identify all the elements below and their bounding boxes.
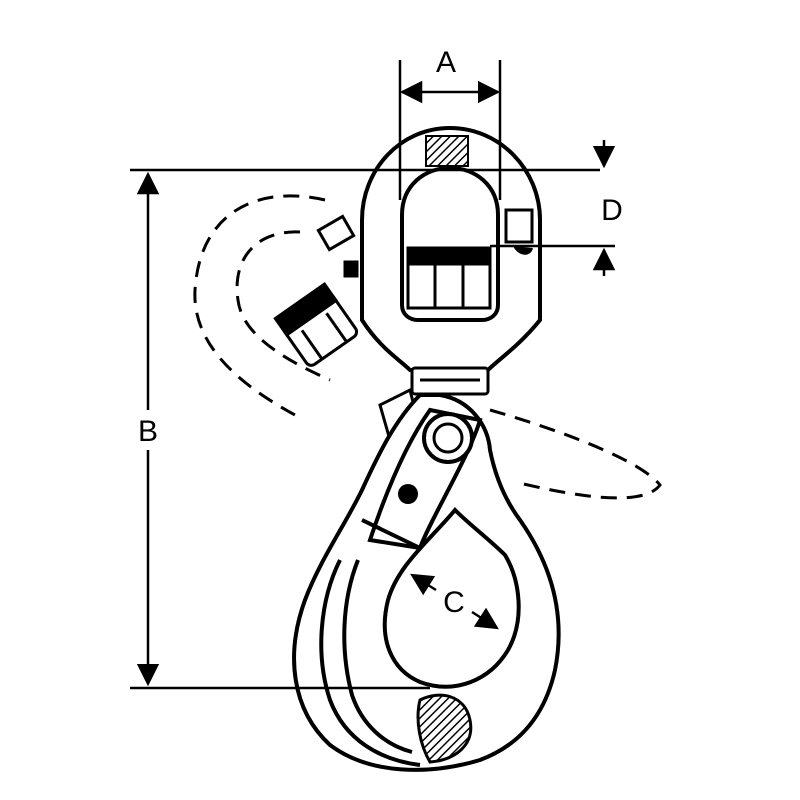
load-section-hatch [416,693,473,764]
swivel-nut [406,246,492,310]
small-tab [316,214,359,278]
dimension-label-d: D [601,194,623,227]
lock-unit-phantom-position [273,282,359,367]
latch-pivot-inner [432,422,464,454]
latch-rivet [398,484,418,504]
latch-open-left-phantom [193,194,331,417]
dimension-label-c: C [443,586,465,619]
side-pin [504,208,534,244]
eye-section-hatch [425,135,469,167]
dimension-label-a: A [436,46,456,79]
latch-open-right-phantom [489,408,662,500]
side-pin-bead [513,245,533,255]
dimension-lines [130,60,616,690]
dimension-label-b: B [138,415,158,448]
